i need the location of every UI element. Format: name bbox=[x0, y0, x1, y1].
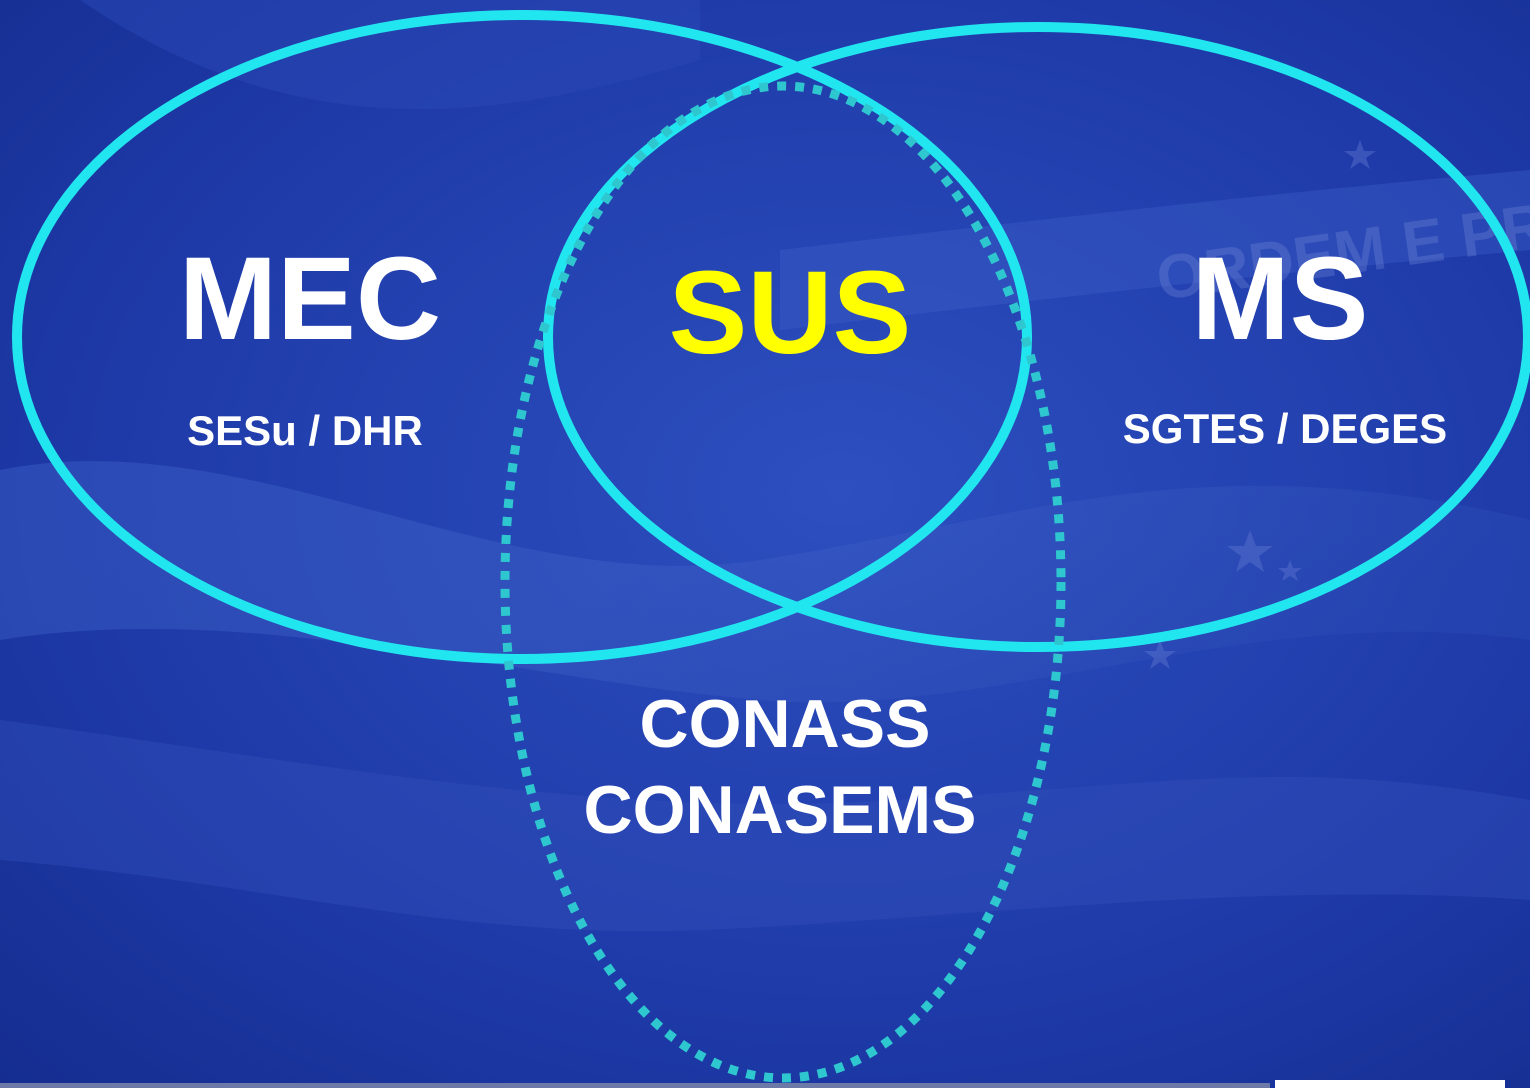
mec-ellipse bbox=[12, 10, 1032, 664]
bottom-divider bbox=[0, 1083, 1270, 1088]
ms-ellipse bbox=[543, 22, 1530, 652]
conass-label: CONASS bbox=[639, 686, 931, 762]
conasems-label: CONASEMS bbox=[583, 772, 977, 848]
ms-title: MS bbox=[1191, 233, 1369, 365]
flag-fold-top bbox=[80, 0, 700, 110]
motto-band bbox=[780, 170, 1530, 330]
bottom-corner-tab bbox=[1275, 1080, 1505, 1088]
conass-conasems-dotted-ellipse bbox=[500, 81, 1066, 1083]
mec-title: MEC bbox=[178, 233, 442, 365]
flag-stars bbox=[1144, 140, 1376, 669]
flag-fold-lower bbox=[0, 720, 1530, 932]
ms-subtitle: SGTES / DEGES bbox=[1122, 405, 1448, 452]
sus-intersection-title: SUS bbox=[668, 247, 912, 379]
mec-subtitle: SESu / DHR bbox=[187, 407, 423, 454]
